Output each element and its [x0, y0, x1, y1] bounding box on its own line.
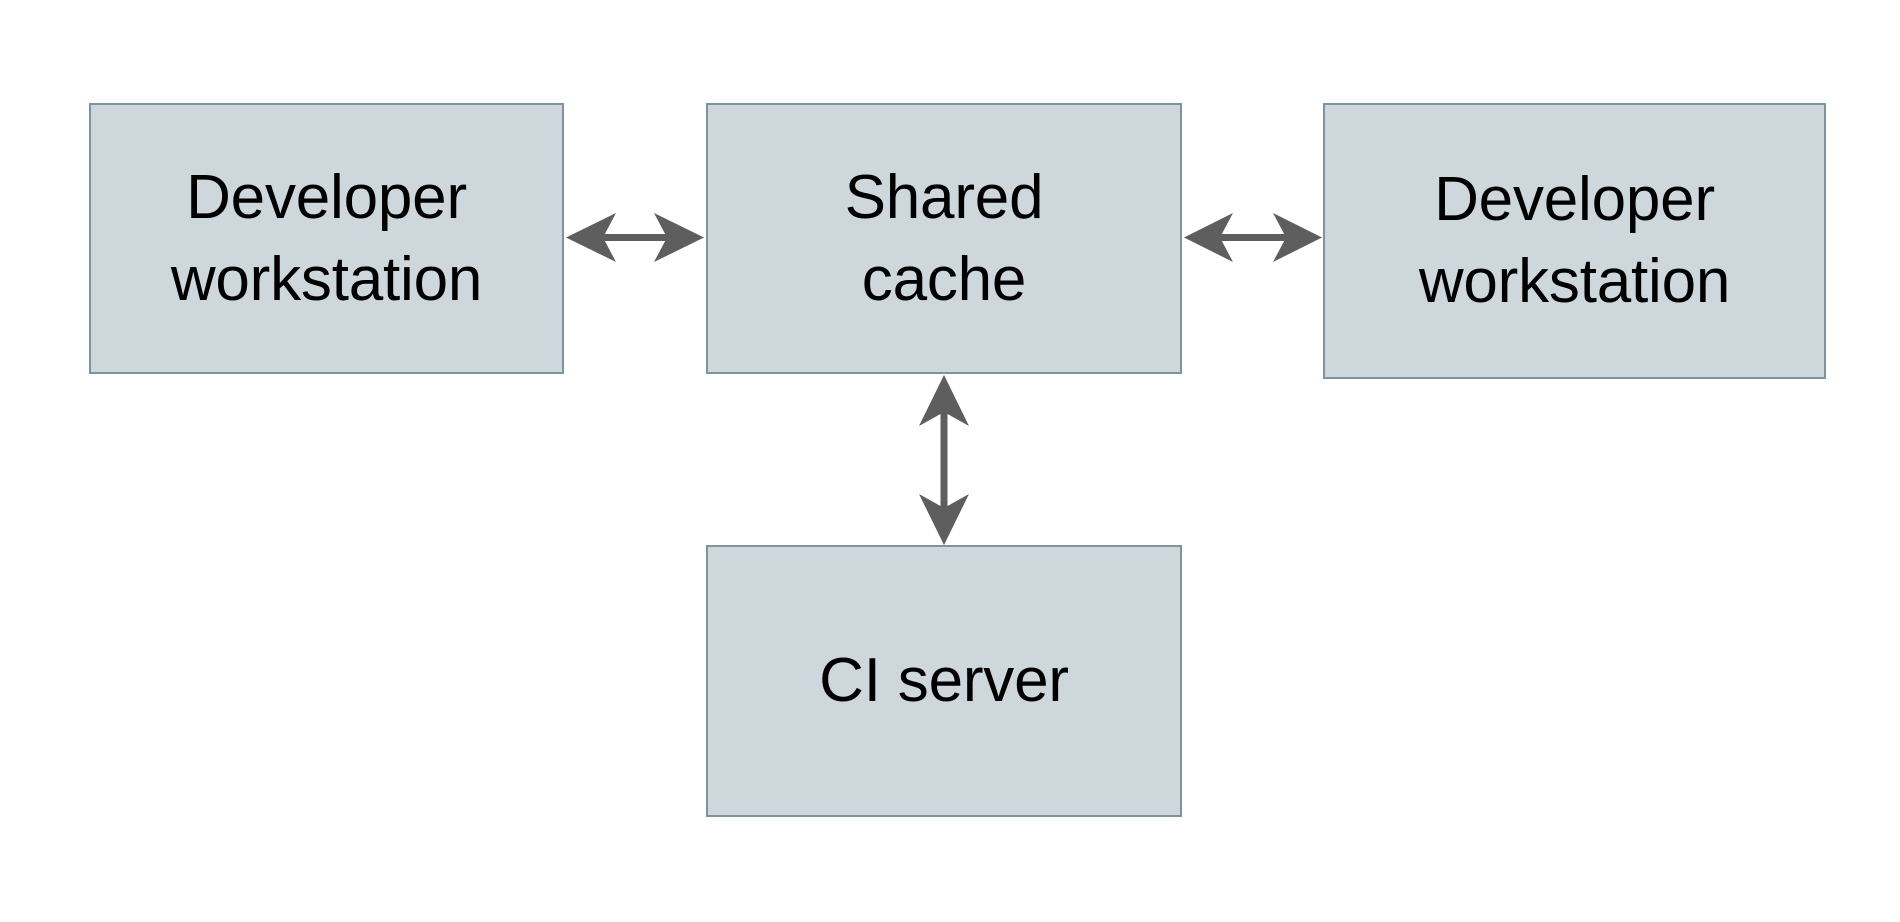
node-ci-server[interactable]: CI server	[706, 545, 1182, 817]
node-developer-workstation-left[interactable]: Developer workstation	[89, 103, 564, 374]
node-label: CI server	[819, 646, 1069, 716]
node-shared-cache[interactable]: Shared cache	[706, 103, 1182, 374]
node-label: Developer workstation	[170, 162, 483, 314]
node-developer-workstation-right[interactable]: Developer workstation	[1323, 103, 1826, 379]
node-label: Developer workstation	[1418, 165, 1731, 316]
connector-shared-cache-to-dev-right	[1184, 213, 1322, 262]
node-label: Shared cache	[844, 162, 1044, 314]
connector-shared-cache-to-ci-server	[919, 375, 969, 545]
connector-dev-left-to-shared-cache	[566, 213, 704, 262]
